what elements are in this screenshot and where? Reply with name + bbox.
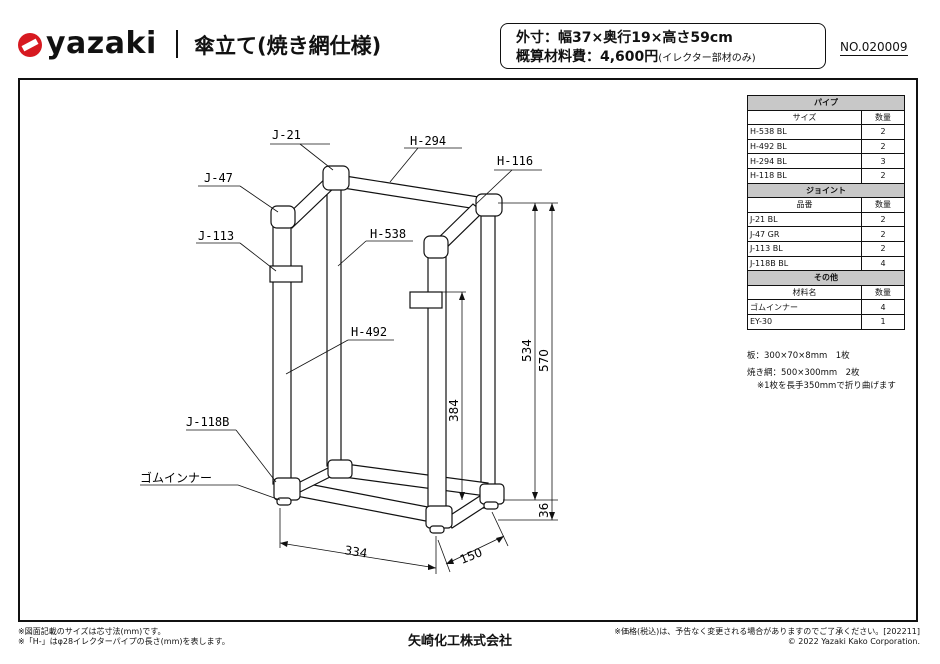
pipe-row-name: H-294 BL <box>747 153 862 169</box>
label-j118b: J-118B <box>186 415 229 429</box>
pipe-row-name: H-492 BL <box>747 138 862 155</box>
dim-384: 384 <box>447 399 461 422</box>
material-notes: 板：300×70×8mm 1枚 焼き網：500×300mm 2枚 ※1枚を長手3… <box>747 350 896 393</box>
joint-col-qty: 数量 <box>861 197 905 213</box>
joint-j47-right <box>423 235 449 259</box>
joint-j113-left <box>269 265 303 283</box>
dim-36: 36 <box>537 503 551 518</box>
other-row-name: EY-30 <box>747 313 862 330</box>
joint-row-qty: 2 <box>861 226 905 242</box>
pipe-row-qty: 2 <box>861 138 905 155</box>
document-number: NO.020009 <box>840 40 908 56</box>
joint-row-name: J-21 BL <box>747 211 862 228</box>
other-col-qty: 数量 <box>861 284 905 301</box>
joint-row-name: J-118B BL <box>747 255 862 272</box>
note-board: 板：300×70×8mm 1枚 <box>747 351 850 361</box>
footer-company: 矢崎化工株式会社 <box>408 634 513 649</box>
other-col-name: 材料名 <box>747 284 862 301</box>
yazaki-logo-icon <box>18 33 42 57</box>
footer-note-dimensions: ※図面記載のサイズは芯寸法(mm)です。 <box>18 627 166 636</box>
spec-dimensions: 外寸：幅37×奥行19×高さ59cm <box>516 30 733 46</box>
spec-box <box>500 23 826 69</box>
joint-j118b-back-left <box>327 459 353 479</box>
page-title: 傘立て(焼き網仕様) <box>194 34 382 58</box>
pipe-row-name: H-118 BL <box>747 167 862 184</box>
pipe-row-name: H-538 BL <box>747 124 862 140</box>
label-h116: H-116 <box>497 154 533 168</box>
header-divider <box>176 30 178 58</box>
pipe-col-qty: 数量 <box>861 109 905 126</box>
other-row-name: ゴムインナー <box>747 299 862 315</box>
pipe-back-left <box>326 187 342 467</box>
footer-note-price: ※価格(税込)は、予告なく変更される場合がありますのでご了承ください。[2022… <box>614 627 920 636</box>
footer-copyright: © 2022 Yazaki Kako Corporation. <box>787 637 920 646</box>
label-j113: J-113 <box>198 229 234 243</box>
spec-cost: 概算材料費：4,600円(イレクター部材のみ) <box>516 46 756 66</box>
brand-logo-text: yazaki <box>46 26 157 61</box>
rubber-foot-back-right <box>483 501 499 510</box>
joint-j21-left <box>322 165 350 191</box>
other-section-header: その他 <box>747 270 905 286</box>
joint-j118b-front-right <box>425 505 453 529</box>
pipe-row-qty: 3 <box>861 153 905 169</box>
label-h492: H-492 <box>351 325 387 339</box>
pipe-front-right <box>427 245 447 527</box>
joint-row-qty: 2 <box>861 240 905 257</box>
joint-j21-right <box>475 193 503 217</box>
pipe-row-qty: 2 <box>861 167 905 184</box>
joint-col-name: 品番 <box>747 197 862 213</box>
joint-row-name: J-47 GR <box>747 226 862 242</box>
note-grill-detail: ※1枚を長手350mmで折り曲げます <box>757 381 896 391</box>
umbrella-stand-drawing: J-21 H-294 H-116 J-47 H-538 J-113 H-492 … <box>140 128 558 574</box>
label-h294: H-294 <box>410 134 446 148</box>
pipe-row-qty: 2 <box>861 124 905 140</box>
rubber-foot-front-right <box>429 525 445 534</box>
dim-334: 334 <box>344 543 369 560</box>
footer-note-pipe: ※「H-」はφ28イレクターパイプの長さ(mm)を表します。 <box>18 637 230 646</box>
other-row-qty: 1 <box>861 313 905 330</box>
pipe-back-right <box>480 205 496 509</box>
joint-row-qty: 2 <box>861 211 905 228</box>
note-grill: 焼き網：500×300mm 2枚 <box>747 368 860 378</box>
pipe-col-name: サイズ <box>747 109 862 126</box>
label-h538: H-538 <box>370 227 406 241</box>
joint-row-qty: 4 <box>861 255 905 272</box>
spec-cost-note: (イレクター部材のみ) <box>658 53 756 64</box>
label-j47: J-47 <box>204 171 233 185</box>
label-rubber-inner: ゴムインナー <box>140 470 212 485</box>
joint-row-name: J-113 BL <box>747 240 862 257</box>
pipe-top-back <box>342 175 486 211</box>
pipe-front-left <box>272 215 292 485</box>
joint-j118b-front-left <box>273 477 301 501</box>
pipe-section-header: パイプ <box>747 95 905 111</box>
drawing-frame <box>18 78 918 622</box>
spec-cost-value: 概算材料費：4,600円 <box>516 49 659 65</box>
joint-j113-right <box>409 291 443 309</box>
dim-534: 534 <box>520 339 534 362</box>
dim-150: 150 <box>458 545 484 567</box>
other-row-qty: 4 <box>861 299 905 315</box>
joint-section-header: ジョイント <box>747 182 905 199</box>
dim-570: 570 <box>537 349 551 372</box>
pipe-bottom-back <box>335 462 489 497</box>
label-j21: J-21 <box>272 128 301 142</box>
joint-j118b-back-right <box>479 483 505 505</box>
rubber-foot-front-left <box>276 497 292 506</box>
